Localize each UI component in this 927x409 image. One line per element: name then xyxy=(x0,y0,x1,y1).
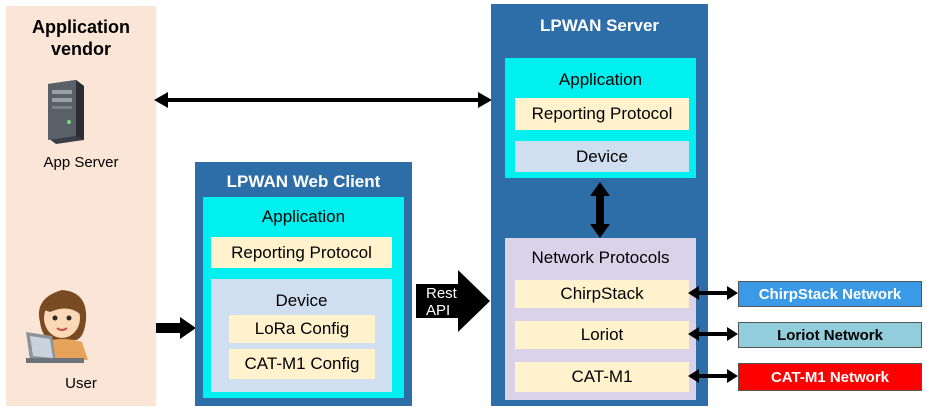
rest-api-label-line1: Rest xyxy=(426,285,457,302)
app-server-link-arrow xyxy=(154,92,492,108)
lora-config-box: LoRa Config xyxy=(229,315,375,343)
loriot-network-badge: Loriot Network xyxy=(738,322,922,348)
server-application-label: Application xyxy=(558,70,643,89)
chirpstack-link-arrow xyxy=(688,286,738,300)
server-device-box: Device xyxy=(515,141,689,172)
server-reporting-protocol: Reporting Protocol xyxy=(515,98,689,130)
server-title: LPWAN Server xyxy=(539,16,660,35)
network-protocols-label: Network Protocols xyxy=(531,248,670,267)
vendor-title: Application vendor xyxy=(32,17,130,59)
user-label: User xyxy=(65,374,97,392)
server-internal-arrow xyxy=(590,182,610,238)
web-client-application-label: Application xyxy=(261,207,346,226)
rest-api-arrow xyxy=(416,270,490,332)
rest-api-label-line2: API xyxy=(426,302,451,319)
loriot-link-arrow xyxy=(688,327,738,341)
protocol-catm1: CAT-M1 xyxy=(515,362,689,392)
catm1-network-badge: CAT-M1 Network xyxy=(738,363,922,391)
catm1-config-box: CAT-M1 Config xyxy=(229,349,375,379)
user-to-client-arrow xyxy=(156,317,196,339)
app-server-label: App Server xyxy=(43,153,119,171)
web-client-device-label: Device xyxy=(275,291,328,310)
rest-api-label: Rest API xyxy=(426,285,466,319)
user-icon xyxy=(26,290,88,363)
web-client-title: LPWAN Web Client xyxy=(226,172,381,191)
protocol-loriot: Loriot xyxy=(515,321,689,349)
app-server-icon xyxy=(48,80,84,144)
chirpstack-network-badge: ChirpStack Network xyxy=(738,281,922,307)
protocol-chirpstack: ChirpStack xyxy=(515,280,689,308)
catm1-link-arrow xyxy=(688,369,738,383)
web-client-reporting-protocol: Reporting Protocol xyxy=(211,237,392,268)
